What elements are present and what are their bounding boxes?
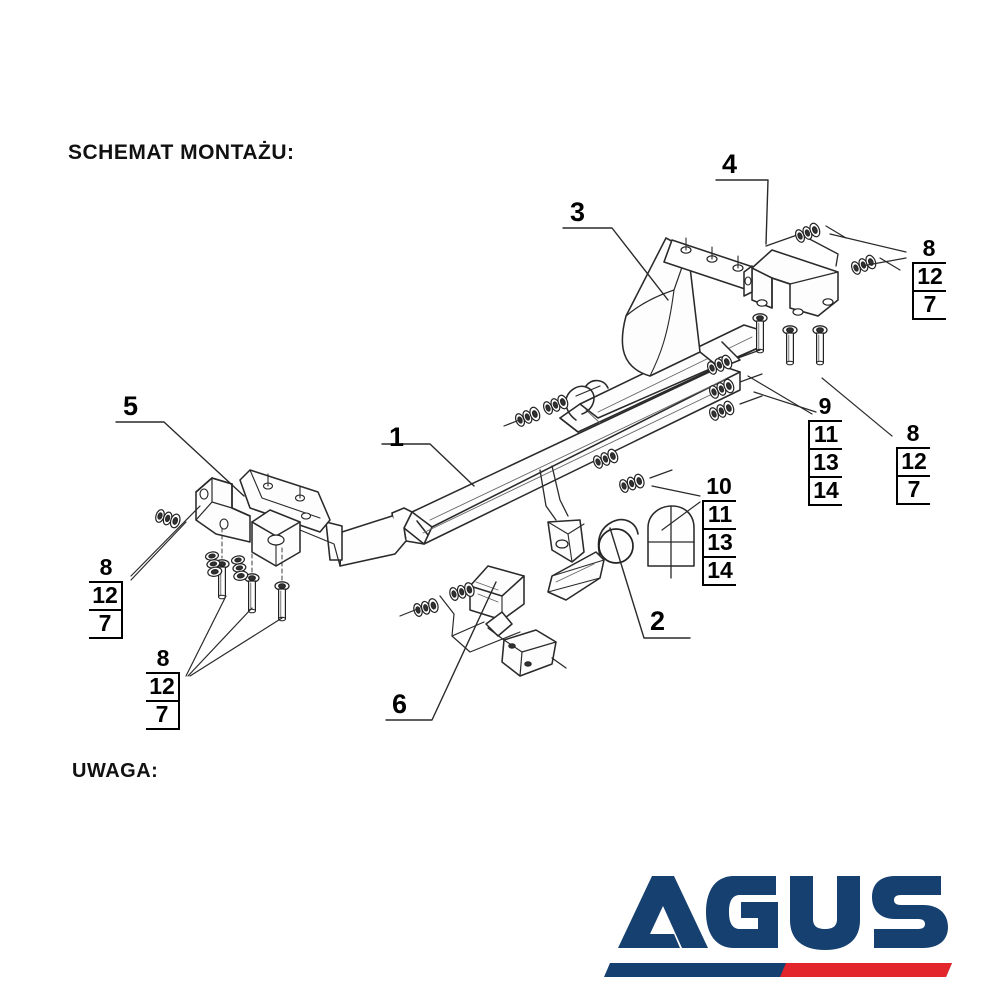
callout-item: 7 bbox=[912, 292, 946, 320]
callout-item: 13 bbox=[702, 530, 736, 558]
hardware-callout-top-right: 8 12 7 bbox=[912, 236, 946, 320]
part-label-5: 5 bbox=[123, 391, 139, 421]
part-label-1: 1 bbox=[389, 422, 405, 452]
hardware-callout-9-11-13-14: 9 11 13 14 bbox=[808, 394, 842, 506]
callout-item: 8 bbox=[912, 236, 946, 264]
callout-item: 7 bbox=[89, 611, 123, 639]
agus-logo bbox=[600, 862, 960, 980]
callout-item: 10 bbox=[702, 474, 736, 502]
hardware-callout-left-upper: 8 12 7 bbox=[89, 555, 123, 639]
callout-item: 9 bbox=[808, 394, 842, 422]
callout-item: 8 bbox=[146, 646, 180, 674]
hardware-callout-mid-right: 8 12 7 bbox=[896, 421, 930, 505]
section-title-uwaga: UWAGA: bbox=[72, 760, 159, 782]
callout-item: 7 bbox=[896, 477, 930, 505]
callout-item: 12 bbox=[146, 674, 180, 702]
part-label-4: 4 bbox=[722, 149, 738, 179]
callout-item: 7 bbox=[146, 702, 180, 730]
callout-item: 12 bbox=[896, 449, 930, 477]
callout-item: 12 bbox=[89, 583, 123, 611]
callout-item: 8 bbox=[896, 421, 930, 449]
callout-item: 11 bbox=[702, 502, 736, 530]
callout-item: 14 bbox=[808, 478, 842, 506]
page-title-schemat-montazu: SCHEMAT MONTAŻU: bbox=[68, 141, 295, 164]
part-label-2: 2 bbox=[650, 606, 666, 636]
part-label-3: 3 bbox=[570, 197, 586, 227]
callout-item: 14 bbox=[702, 558, 736, 586]
callout-item: 13 bbox=[808, 450, 842, 478]
callout-item: 8 bbox=[89, 555, 123, 583]
callout-item: 11 bbox=[808, 422, 842, 450]
callout-item: 12 bbox=[912, 264, 946, 292]
hardware-callout-10-11-13-14: 10 11 13 14 bbox=[702, 474, 736, 586]
hardware-callout-left-lower: 8 12 7 bbox=[146, 646, 180, 730]
part-label-6: 6 bbox=[392, 689, 408, 719]
